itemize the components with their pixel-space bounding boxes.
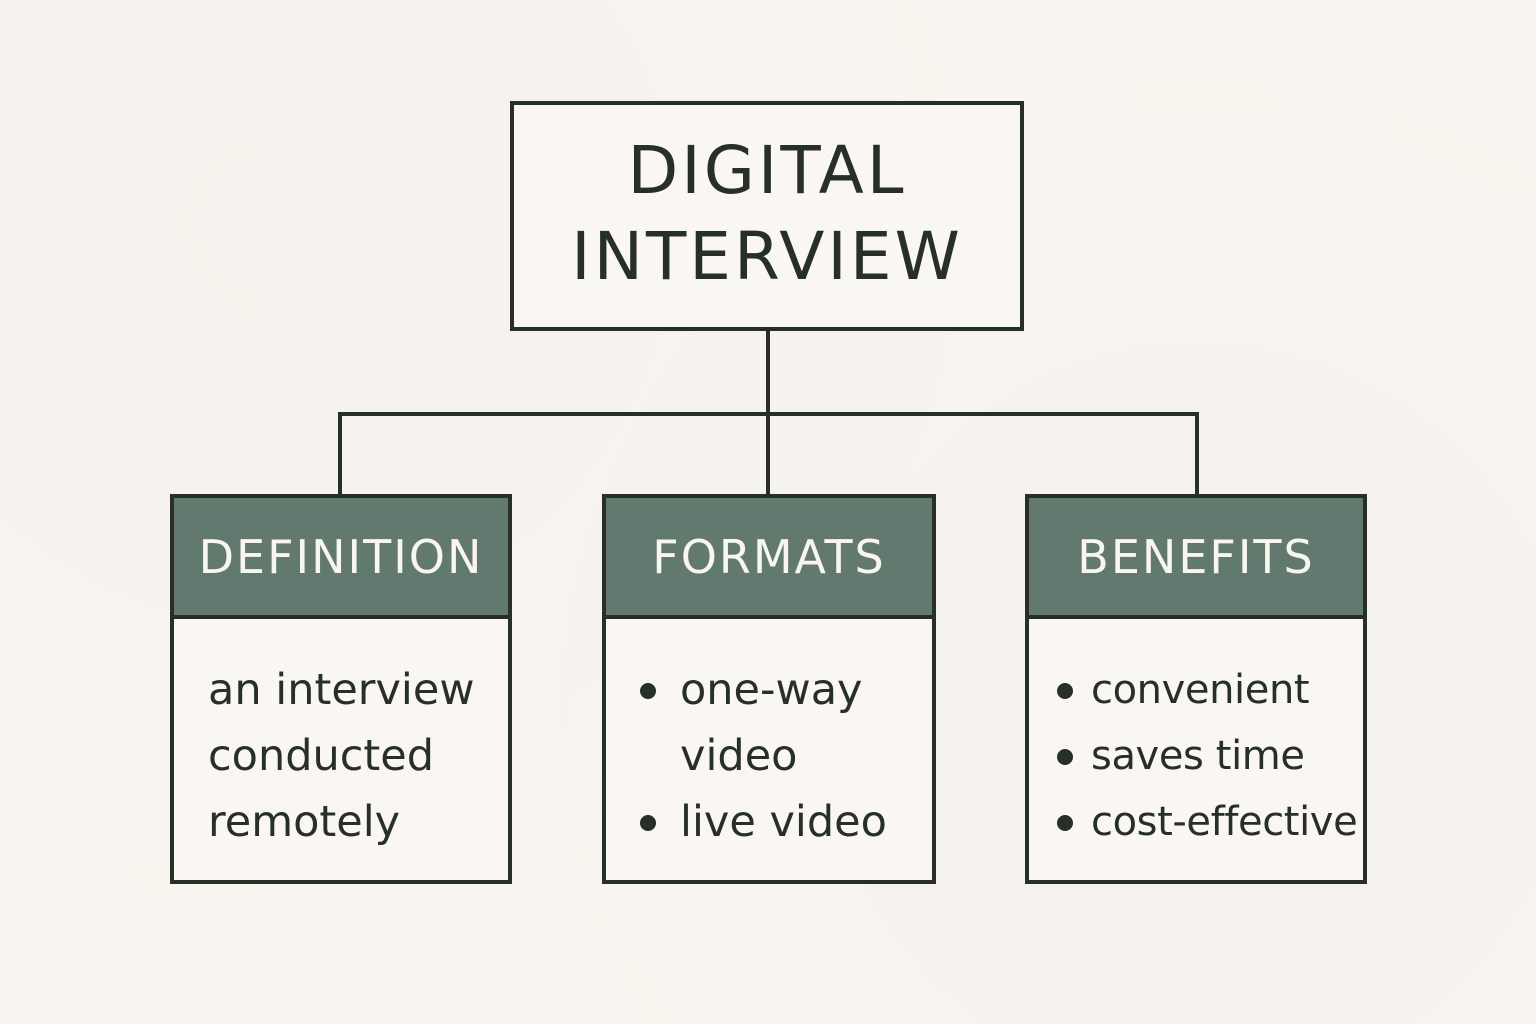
definition-line: an interview xyxy=(208,665,475,715)
definition-node: DEFINITION an interview conducted remote… xyxy=(170,494,512,884)
format-list-item: one-way video xyxy=(640,657,932,789)
definition-line: conducted xyxy=(208,731,435,781)
format-item-line: video xyxy=(680,731,798,781)
format-item-line: one-way xyxy=(680,665,863,715)
benefits-node: BENEFITS convenient saves time cost-effe… xyxy=(1025,494,1367,884)
digital-interview-title-box: DIGITAL INTERVIEW xyxy=(510,101,1024,331)
benefit-list-item: saves time xyxy=(1057,723,1363,789)
formats-list-container: one-way video live video xyxy=(606,619,932,855)
benefits-heading: BENEFITS xyxy=(1029,498,1363,619)
definition-heading: DEFINITION xyxy=(174,498,508,619)
definition-text: an interview conducted remotely xyxy=(174,619,508,855)
formats-list: one-way video live video xyxy=(640,657,932,855)
benefits-list-container: convenient saves time cost-effective xyxy=(1029,619,1363,855)
format-item-line: live video xyxy=(680,797,887,847)
benefits-list: convenient saves time cost-effective xyxy=(1057,657,1363,855)
definition-line: remotely xyxy=(208,797,401,847)
format-list-item: live video xyxy=(640,789,932,855)
diagram-title: DIGITAL INTERVIEW xyxy=(571,132,963,295)
benefit-list-item: convenient xyxy=(1057,657,1363,723)
formats-heading: FORMATS xyxy=(606,498,932,619)
formats-node: FORMATS one-way video live video xyxy=(602,494,936,884)
benefit-list-item: cost-effective xyxy=(1057,789,1363,855)
